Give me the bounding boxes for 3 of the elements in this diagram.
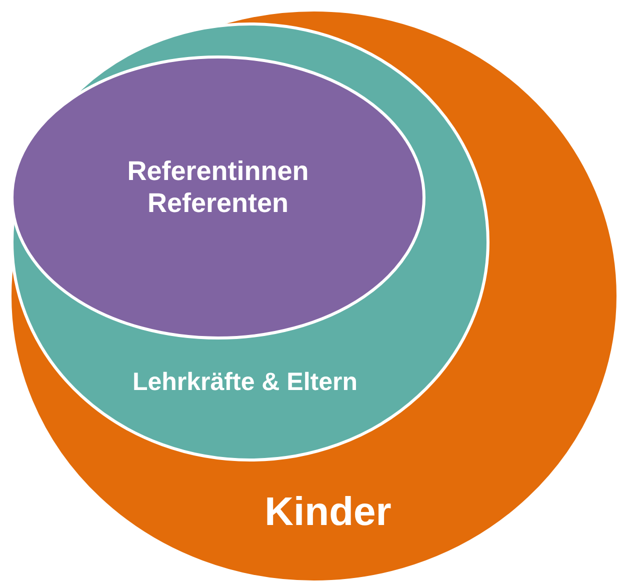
group-label: Referentinnen Referenten [126,155,310,220]
group-label: Lehrkräfte & Eltern [131,367,359,397]
group-label: Kinder [264,489,392,536]
